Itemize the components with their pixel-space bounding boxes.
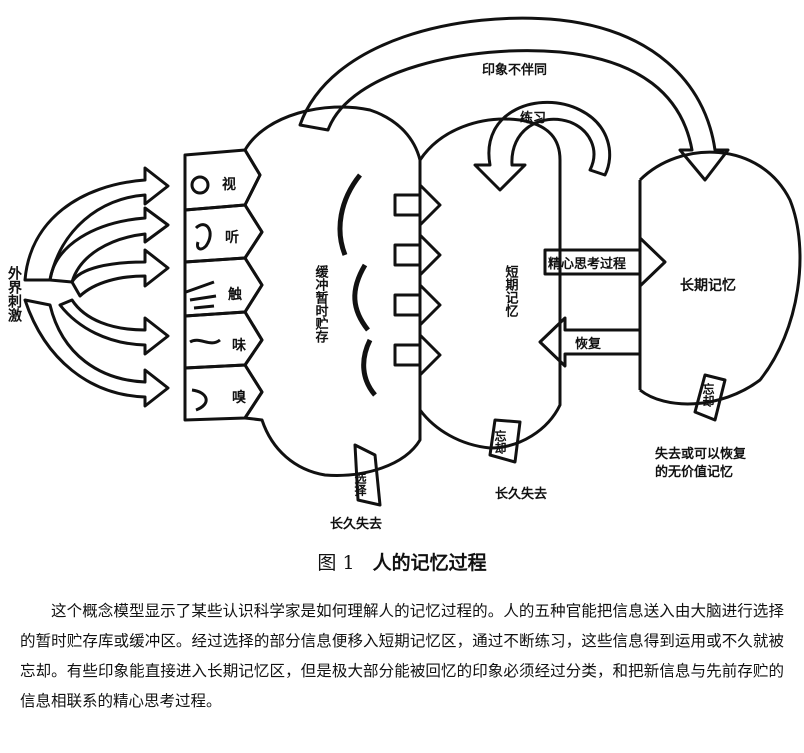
impression-bypass-arrow <box>298 16 730 182</box>
label-forget-1: 忘却 <box>493 429 507 455</box>
label-recovery: 恢复 <box>575 336 602 352</box>
label-sense-smell: 嗅 <box>232 389 247 406</box>
label-sense-hearing: 听 <box>225 229 239 246</box>
stimulus-arrow-5 <box>23 298 170 408</box>
label-select: 选择 <box>353 471 367 497</box>
label-lost-forever-1: 长久失去 <box>330 516 382 532</box>
hand-icon <box>185 280 217 310</box>
long-term-memory-blob <box>638 150 802 406</box>
practice-loop-arrow <box>473 100 612 192</box>
stimulus-arrow-1 <box>23 166 170 282</box>
label-lost-forever-2: 长久失去 <box>495 486 547 502</box>
eye-icon <box>190 175 210 195</box>
label-forget-2: 忘却 <box>701 382 715 408</box>
stimulus-arrow-4 <box>58 298 170 356</box>
short-term-memory-blob <box>418 117 562 450</box>
body-paragraph: 这个概念模型显示了某些认识科学家是如何理解人的记忆过程的。人的五种官能把信息送入… <box>20 596 784 716</box>
elaboration-arrow <box>543 236 667 288</box>
sensory-buffer-blob <box>243 105 422 477</box>
label-sense-touch: 触 <box>227 286 242 303</box>
label-lost-or-recoverable-line1: 失去或可以恢复 <box>655 446 747 462</box>
stimulus-arrows <box>23 166 170 408</box>
memory-process-diagram: 外界刺激 视 听 触 味 嗅 缓冲暂时贮存 短期记忆 长期记忆 印象不伴同 练习… <box>6 16 802 532</box>
label-long-term: 长期记忆 <box>680 277 736 294</box>
label-sense-taste: 味 <box>232 338 246 354</box>
ear-icon <box>194 223 212 251</box>
select-arrow <box>353 443 382 507</box>
recovery-arrow <box>538 316 642 368</box>
figure-number: 图 1 <box>317 552 355 574</box>
label-impression-bypass: 印象不伴同 <box>482 62 547 78</box>
label-lost-or-recoverable-line2: 的无价值记忆 <box>655 464 733 480</box>
figure-caption: 图 1 人的记忆过程 <box>0 548 804 575</box>
body-text: 这个概念模型显示了某些认识科学家是如何理解人的记忆过程的。人的五种官能把信息送入… <box>20 602 784 710</box>
label-short-term: 短期记忆 <box>503 264 519 317</box>
label-sense-sight: 视 <box>222 176 236 193</box>
forget-arrow-1 <box>488 418 522 464</box>
stimulus-arrow-2 <box>48 206 170 284</box>
label-practice: 练习 <box>520 110 546 126</box>
stimulus-arrow-3 <box>70 248 170 298</box>
figure-title: 人的记忆过程 <box>372 552 487 574</box>
label-elaboration: 精心思考过程 <box>548 256 626 272</box>
label-buffer: 缓冲暂时贮存 <box>313 264 330 344</box>
mouth-icon <box>189 338 221 345</box>
forget-arrow-2 <box>693 373 727 422</box>
label-external-stimuli: 外界刺激 <box>6 265 22 323</box>
buffer-to-stm-arrows <box>393 183 442 377</box>
nose-icon <box>191 388 208 412</box>
